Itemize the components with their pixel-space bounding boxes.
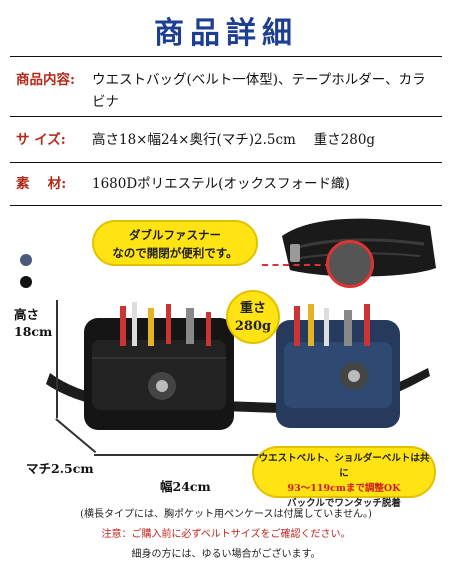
note-line: 細身の方には、ゆるい場合がございます。 [131,549,321,560]
spec-label: 商品内容: [16,72,75,88]
zipper-callout-line: ダブルファスナー [129,228,221,242]
navy-bag-image [276,304,400,428]
height-label-line: 18cm [14,324,53,339]
notes: (横長タイプには、胸ポケット用ペンケースは付属していません。) 注意：ご購入前に… [10,505,442,565]
height-dimension-line [56,300,58,418]
black-bag-image [84,302,234,430]
belt-callout: ウエストベルト、ショルダーベルトは共に 93～119cmまで調整OK バックルで… [252,446,436,509]
spec-value: 1680Dポリエステル(オックスフォード織) [92,176,350,192]
zipper-callout: ダブルファスナー なので開閉が便利です。 [92,220,258,266]
spec-label: 素 材: [16,176,67,192]
height-label-line: 高さ [14,307,40,322]
weight-badge: 重さ 280g [226,290,280,344]
color-option-black [20,276,32,288]
spec-row-size: サ イズ: 高さ18×幅24×奥行(マチ)2.5cm 重さ280g [10,116,442,162]
height-label: 高さ 18cm [14,306,52,340]
zipper-zoom-circle [326,240,374,288]
note-line: 注意：ご購入前に必ずベルトサイズをご確認ください。 [101,529,351,540]
weight-badge-line: 重さ [239,301,266,316]
width-label: 幅24cm [160,479,211,494]
spec-row-material: 素 材: 1680Dポリエステル(オックスフォード織) [10,162,442,206]
spec-table: 商品内容: ウエストバッグ(ベルト一体型)、テープホルダー、カラビナ サ イズ: 高… [10,56,442,206]
spec-row-contents: 商品内容: ウエストバッグ(ベルト一体型)、テープホルダー、カラビナ [10,56,442,116]
zipper-callout-line: なので開閉が便利です。 [112,246,238,260]
width-dimension-line [94,454,260,456]
spec-value: ウエストバッグ(ベルト一体型)、テープホルダー、カラビナ [92,72,426,110]
callout-connector [262,264,352,266]
product-photo [46,218,436,430]
weight-badge-line: 280g [234,319,272,334]
color-option-navy [20,254,32,266]
belt-callout-line: ウエストベルト、ショルダーベルトは共に [258,453,430,479]
belt-callout-line: 93～119cmまで調整OK [287,483,401,494]
spec-value: 高さ18×幅24×奥行(マチ)2.5cm 重さ280g [92,132,376,148]
depth-label: マチ2.5cm [26,461,94,476]
spec-label: サ イズ: [16,132,66,148]
note-line: (横長タイプには、胸ポケット用ペンケースは付属していません。) [80,509,372,520]
belt-callout-line: バックルでワンタッチ脱着 [287,498,401,509]
page-title: 商品詳細 [154,16,298,51]
